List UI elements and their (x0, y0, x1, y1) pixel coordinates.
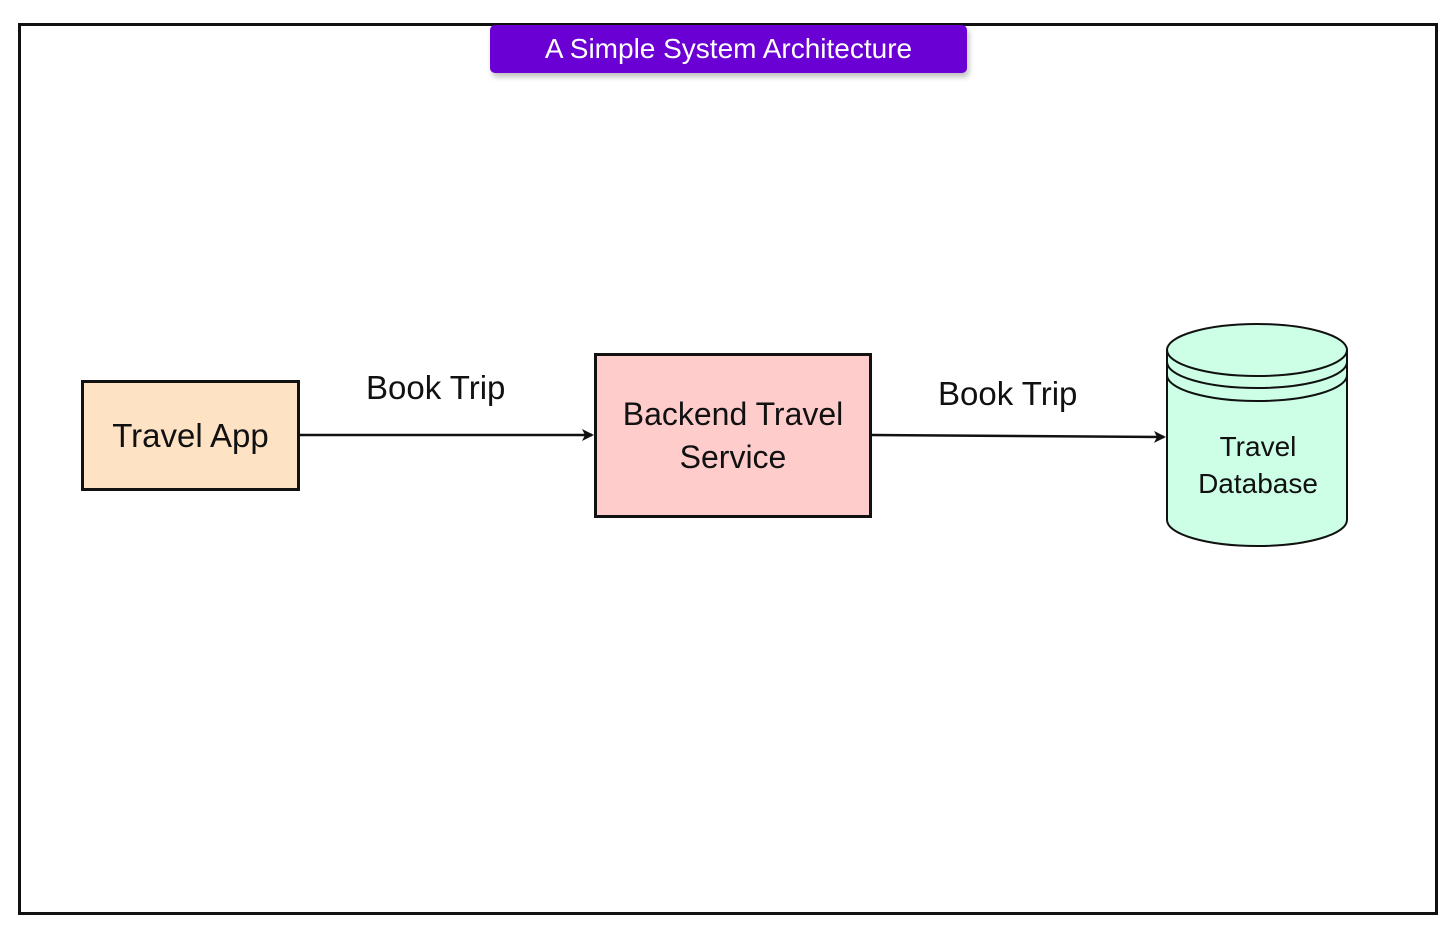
edge-label-backend-to-database: Book Trip (938, 375, 1078, 412)
node-backend-label-line2: Service (679, 438, 787, 475)
edge-label-app-to-backend: Book Trip (366, 369, 506, 406)
diagram-title-text: A Simple System Architecture (544, 33, 913, 64)
node-travel-app: Travel App (81, 380, 300, 491)
node-backend-travel-service: Backend Travel Service (594, 353, 872, 518)
node-database-label-line2: Database (1198, 468, 1318, 499)
node-travel-database-label: Travel Database (1168, 428, 1348, 502)
database-top (1166, 323, 1348, 377)
node-backend-label: Backend Travel Service (623, 393, 844, 479)
node-database-label-line1: Travel (1219, 431, 1297, 462)
node-backend-label-line1: Backend Travel (622, 395, 844, 432)
database-body (1166, 350, 1348, 547)
database-ring-2 (1166, 374, 1348, 402)
database-ring-1 (1166, 361, 1348, 389)
database-cylinder (1166, 323, 1348, 547)
edge-backend-to-database (871, 430, 1166, 443)
diagram-title: A Simple System Architecture (490, 25, 967, 73)
node-travel-app-label: Travel App (112, 416, 269, 454)
